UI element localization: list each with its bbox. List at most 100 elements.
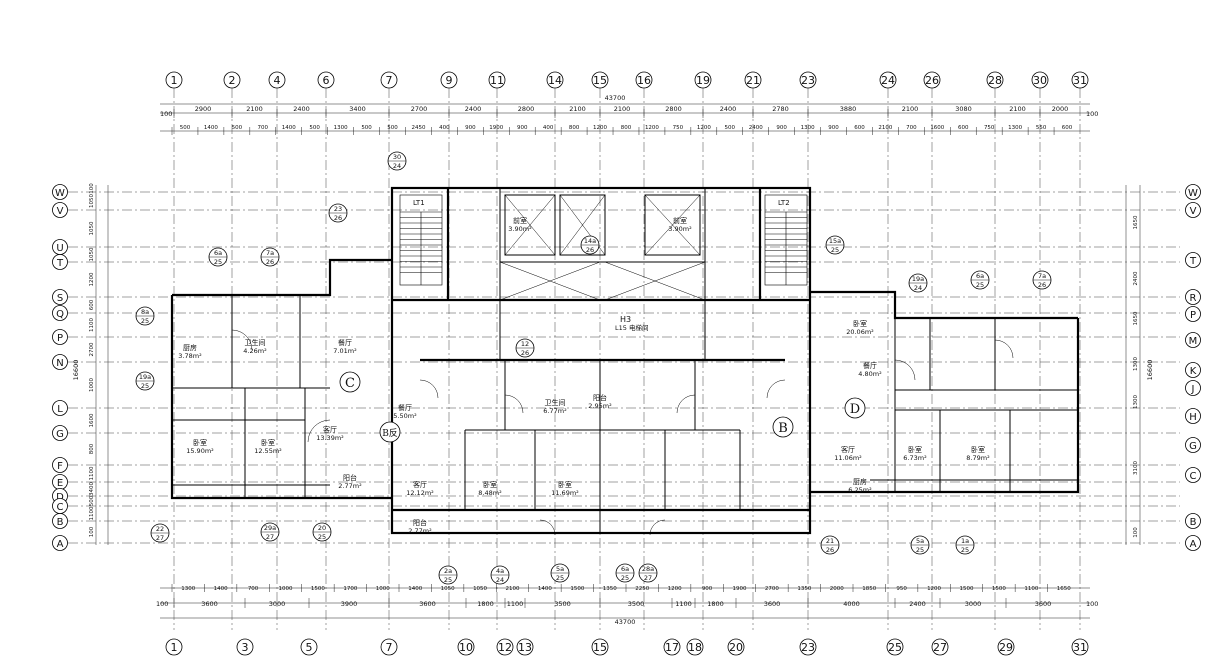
dim-left: 1600 bbox=[89, 413, 95, 427]
margin-mark-bottom-right: 100 bbox=[1086, 600, 1098, 608]
detail-tag-top: 12 bbox=[521, 340, 529, 348]
dim-top-major: 2100 bbox=[569, 105, 586, 113]
stair-right-label: LT2 bbox=[778, 199, 790, 207]
room-area: 6.25m² bbox=[848, 486, 872, 494]
detail-tag-bottom: 25 bbox=[141, 317, 149, 325]
grid-label-right: C bbox=[1190, 471, 1197, 482]
dim-bottom-major: 3600 bbox=[764, 600, 781, 608]
detail-tag-bottom: 25 bbox=[556, 574, 564, 582]
detail-tag-bottom: 24 bbox=[496, 576, 504, 584]
grid-bubble-left bbox=[52, 457, 68, 473]
grid-bubble-right bbox=[1185, 184, 1201, 200]
dim-bottom-minor: 1000 bbox=[376, 586, 390, 592]
grid-label-top: 30 bbox=[1033, 74, 1047, 87]
detail-tag-top: 5a bbox=[916, 537, 924, 545]
detail-tags: 6a257a268a2519a25222729a272025232615a251… bbox=[135, 151, 1052, 585]
dim-bottom-major: 1100 bbox=[507, 600, 524, 608]
grid-bubble-bottom bbox=[997, 638, 1015, 656]
dim-top-minor: 500 bbox=[232, 125, 243, 131]
dim-bottom-minor: 1300 bbox=[181, 586, 195, 592]
dim-left: 1050 bbox=[89, 221, 95, 235]
stair-left-label: LT1 bbox=[413, 199, 425, 207]
grid-label-top: 31 bbox=[1073, 74, 1087, 87]
room-name: 阳台 bbox=[343, 473, 357, 482]
dim-top-minor: 2450 bbox=[411, 125, 425, 131]
grid-label-top: 1 bbox=[171, 74, 178, 87]
dim-right: 100 bbox=[1133, 527, 1139, 538]
grid-label-bottom: 5 bbox=[306, 641, 313, 654]
dim-right: 1650 bbox=[1133, 215, 1139, 229]
dim-bottom-minor: 900 bbox=[702, 586, 713, 592]
room-area: 12.12m² bbox=[406, 489, 434, 497]
room-area: 11.06m² bbox=[834, 454, 862, 462]
grid-bubble-top bbox=[799, 71, 817, 89]
room-name: 卧室 bbox=[971, 445, 985, 454]
room-name: 卫生间 bbox=[545, 398, 566, 407]
dim-bottom-minor: 1000 bbox=[279, 586, 293, 592]
detail-tag-top: 30 bbox=[393, 153, 401, 161]
grid-bubble-top bbox=[591, 71, 609, 89]
dim-top-major: 2400 bbox=[465, 105, 482, 113]
detail-tag-top: 23 bbox=[334, 205, 342, 213]
dim-bottom-major: 4000 bbox=[843, 600, 860, 608]
room-area: 13.39m² bbox=[316, 434, 344, 442]
dim-bottom-minor: 1500 bbox=[570, 586, 584, 592]
detail-tag-top: 7a bbox=[266, 249, 274, 257]
grid-bubble-right bbox=[1185, 380, 1201, 396]
detail-tag-top: 7a bbox=[1038, 272, 1046, 280]
dim-top-minor: 600 bbox=[1062, 125, 1073, 131]
dim-left: 1100 bbox=[89, 318, 95, 332]
room-name: 餐厅 bbox=[338, 338, 352, 347]
dim-left: 1100 bbox=[89, 506, 95, 520]
dim-top-major: 2100 bbox=[1009, 105, 1026, 113]
detail-tag-bottom: 25 bbox=[976, 281, 984, 289]
grid-bubble-right bbox=[1185, 289, 1201, 305]
dim-top-minor: 2100 bbox=[878, 125, 892, 131]
grid-label-top: 2 bbox=[229, 74, 236, 87]
grid-label-left: D bbox=[56, 492, 64, 503]
grid-label-left: S bbox=[57, 293, 63, 304]
margin-mark-top-left: 100 bbox=[160, 110, 172, 118]
dim-top-minor: 900 bbox=[517, 125, 528, 131]
dim-top-minor: 750 bbox=[984, 125, 995, 131]
dim-bottom-minor: 1400 bbox=[214, 586, 228, 592]
detail-tag-top: 14a bbox=[584, 237, 596, 245]
grid-label-left: N bbox=[56, 358, 63, 369]
grid-bubble-right bbox=[1185, 408, 1201, 424]
detail-tag-bottom: 24 bbox=[914, 284, 922, 292]
room-area: 5.50m² bbox=[393, 412, 417, 420]
elevator-shafts bbox=[499, 194, 706, 301]
dim-top-major: 2000 bbox=[1052, 105, 1069, 113]
grid-bubble-right bbox=[1185, 332, 1201, 348]
grid-bubble-left bbox=[52, 289, 68, 305]
overall-dim-top: 43700 bbox=[605, 94, 626, 102]
grid-bubble-bottom bbox=[591, 638, 609, 656]
dim-bottom-major: 3900 bbox=[341, 600, 358, 608]
grid-bubble-top bbox=[986, 71, 1004, 89]
dim-top-minor: 1200 bbox=[593, 125, 607, 131]
dim-bottom-major: 1800 bbox=[477, 600, 494, 608]
dim-top-major: 2700 bbox=[411, 105, 428, 113]
detail-tag-top: 1a bbox=[961, 537, 969, 545]
room-area: 12.55m² bbox=[254, 447, 282, 455]
dim-right: 3100 bbox=[1133, 461, 1139, 475]
grid-bubble-left bbox=[52, 513, 68, 529]
grid-label-top: 6 bbox=[323, 74, 330, 87]
stair-right: LT2 bbox=[764, 194, 808, 286]
grid-label-top: 26 bbox=[925, 74, 939, 87]
overall-dim-bottom: 43700 bbox=[615, 618, 636, 626]
grid-bubble-bottom bbox=[496, 638, 514, 656]
room-area: 2.77m² bbox=[338, 482, 362, 490]
dim-bottom-major: 3000 bbox=[269, 600, 286, 608]
grid-bubble-bottom bbox=[931, 638, 949, 656]
room-name: 客厅 bbox=[841, 445, 855, 454]
dim-top-minor: 900 bbox=[828, 125, 839, 131]
grid-label-left: A bbox=[57, 539, 64, 550]
room-name: 卧室 bbox=[261, 438, 275, 447]
grid-bubble-right bbox=[1185, 437, 1201, 453]
detail-tag-bottom: 25 bbox=[214, 258, 222, 266]
